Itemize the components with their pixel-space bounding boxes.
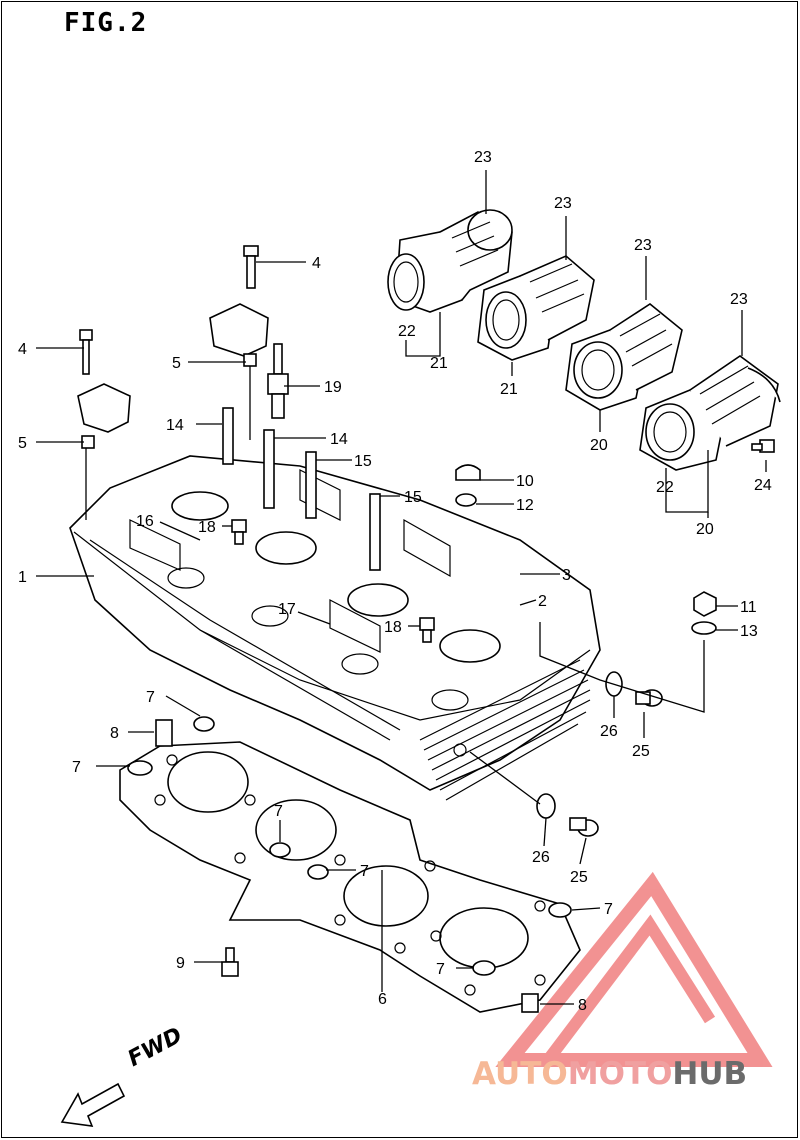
o-ring-7-b — [127, 760, 153, 776]
callout-7-f: 7 — [436, 961, 445, 978]
spark-plug — [267, 343, 289, 419]
callout-20-b: 20 — [696, 521, 714, 538]
nut-11 — [693, 591, 717, 617]
plug-25-lower — [569, 817, 599, 837]
intake-boot-2 — [477, 255, 595, 361]
callout-19: 19 — [324, 379, 342, 396]
callout-8-right: 8 — [578, 997, 587, 1014]
callout-1: 1 — [18, 569, 27, 586]
callout-7-a: 7 — [146, 689, 155, 706]
screw-24 — [751, 439, 775, 453]
callout-3: 3 — [562, 567, 571, 584]
cylinder-head — [69, 455, 601, 801]
callout-14-left: 14 — [166, 417, 184, 434]
callout-26-right: 26 — [600, 723, 618, 740]
callout-7-c: 7 — [274, 803, 283, 820]
callout-23-d: 23 — [730, 291, 748, 308]
stud-15-left — [305, 451, 317, 519]
callout-15-lower: 15 — [404, 489, 422, 506]
o-ring-7-f — [472, 960, 496, 976]
callout-22-a: 22 — [398, 323, 416, 340]
washer-13 — [691, 621, 717, 635]
cam-holder-bolt-left — [79, 329, 93, 375]
callout-26-lower: 26 — [532, 849, 550, 866]
callout-23-a: 23 — [474, 149, 492, 166]
figure-title: FIG.2 — [64, 8, 148, 38]
stud-14-right — [263, 429, 275, 509]
dowel-8-left — [155, 719, 173, 747]
callout-2: 2 — [538, 593, 547, 610]
callout-6: 6 — [378, 991, 387, 1008]
callout-4-upper: 4 — [312, 255, 321, 272]
callout-18-upper: 18 — [198, 519, 216, 536]
watermark-part-moto: MOTO — [567, 1056, 673, 1092]
callout-5-left: 5 — [18, 435, 27, 452]
callout-23-c: 23 — [634, 237, 652, 254]
cam-holder-center — [209, 303, 269, 357]
callout-7-b: 7 — [72, 759, 81, 776]
washer-12 — [455, 493, 477, 507]
callout-5-upper: 5 — [172, 355, 181, 372]
callout-4-left: 4 — [18, 341, 27, 358]
callout-9: 9 — [176, 955, 185, 972]
o-ring-7-c — [269, 842, 291, 858]
washer-26-lower — [536, 793, 556, 819]
watermark-text: AUTOMOTOHUB — [472, 1056, 747, 1092]
watermark-part-hub: HUB — [672, 1056, 748, 1092]
stud-14-left — [222, 407, 234, 465]
watermark-part-auto: AUTO — [472, 1056, 568, 1092]
callout-13: 13 — [740, 623, 758, 640]
stud-15-right — [369, 493, 381, 571]
bolt-9 — [221, 947, 239, 977]
callout-20-a: 20 — [590, 437, 608, 454]
o-ring-7-d — [307, 864, 329, 880]
callout-14-right: 14 — [330, 431, 348, 448]
dowel-5-center — [243, 353, 257, 367]
watermark-logo-icon — [495, 871, 773, 1067]
callout-21-a: 21 — [430, 355, 448, 372]
cam-holder-left — [77, 383, 131, 433]
intake-boot-3 — [565, 303, 683, 411]
callout-22-b: 22 — [656, 479, 674, 496]
callout-21-b: 21 — [500, 381, 518, 398]
callout-16: 16 — [136, 513, 154, 530]
callout-24: 24 — [754, 477, 772, 494]
callout-17: 17 — [278, 601, 296, 618]
callout-18-lower: 18 — [384, 619, 402, 636]
callout-11: 11 — [740, 599, 757, 616]
bolt-18-lower — [419, 617, 435, 643]
forward-arrow-icon — [60, 1082, 126, 1127]
callout-7-e: 7 — [604, 901, 613, 918]
callout-12: 12 — [516, 497, 534, 514]
callout-25-right: 25 — [632, 743, 650, 760]
callout-23-b: 23 — [554, 195, 572, 212]
leader-lines — [36, 170, 767, 1005]
o-ring-7-a — [193, 716, 215, 732]
o-ring-7-e — [548, 902, 572, 918]
callout-25-lower: 25 — [570, 869, 588, 886]
callout-8-left: 8 — [110, 725, 119, 742]
callout-10: 10 — [516, 473, 534, 490]
intake-boot-1 — [387, 209, 513, 313]
dowel-8-right — [521, 993, 539, 1013]
intake-boot-4 — [639, 355, 781, 471]
cam-holder-bolt-center — [243, 245, 259, 289]
callout-7-d: 7 — [360, 863, 369, 880]
callout-15-upper: 15 — [354, 453, 372, 470]
cap-nut-10 — [455, 464, 481, 481]
